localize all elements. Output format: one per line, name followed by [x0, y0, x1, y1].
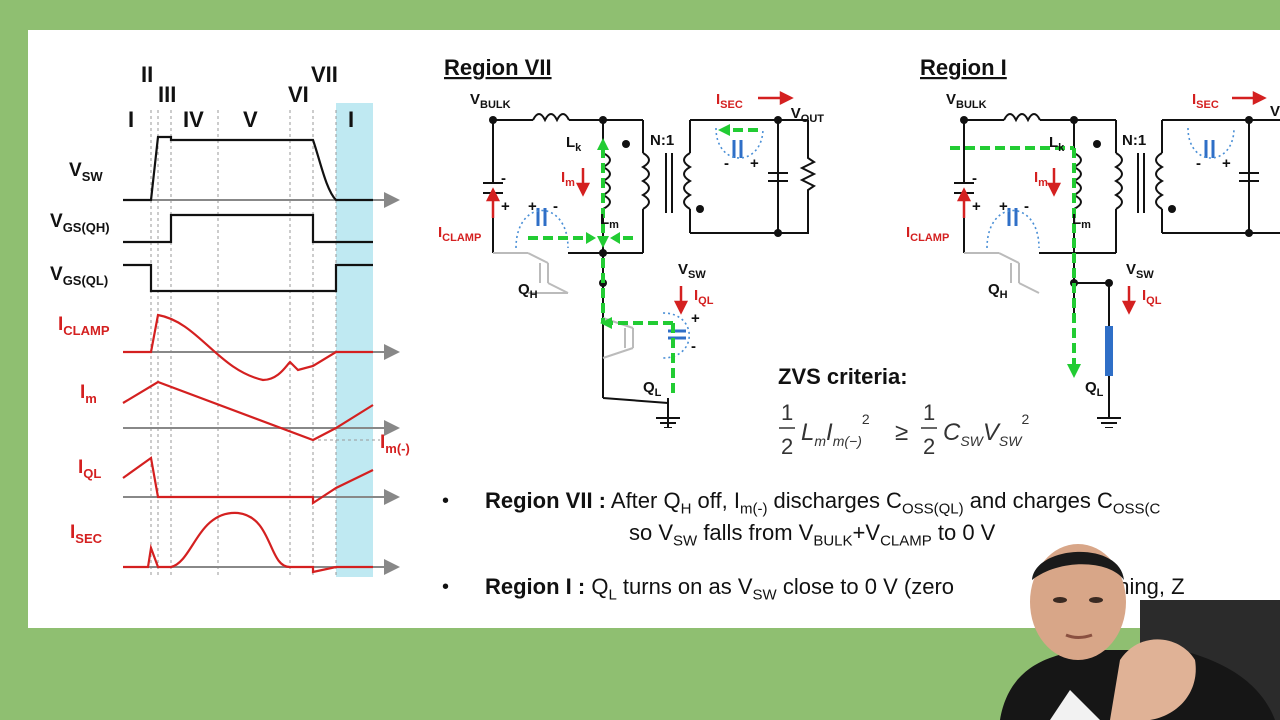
r7-ql: QL	[643, 379, 662, 399]
r1-plus-1: +	[999, 198, 1008, 215]
r7-ratio: N:1	[650, 132, 674, 149]
r7-vbulk: VBULK	[470, 91, 511, 111]
r7-plus-3: +	[691, 310, 700, 327]
region-label-6: VI	[288, 82, 309, 107]
r1-minus-3: -	[1196, 155, 1201, 172]
vgs-ql-wave	[123, 263, 373, 293]
r1-plus-3: +	[1222, 155, 1231, 172]
r1-vbulk: VBULK	[946, 91, 987, 111]
r7-lk: Lk	[566, 134, 582, 154]
svg-text:1: 1	[923, 400, 935, 425]
region-label-2: II	[141, 62, 153, 87]
r7-minus-3: -	[691, 338, 696, 355]
r7-vsw: VSW	[678, 261, 706, 281]
label-im-neg: Im(-)	[380, 432, 410, 456]
vgs-qh-wave	[123, 213, 373, 244]
label-vsw: VSW	[69, 160, 103, 184]
r7-iql: IQL	[694, 287, 714, 307]
slide: I II III IV V VI VII I VSW VGS(QH) VGS(Q…	[28, 30, 1280, 628]
region-label-3: III	[158, 82, 176, 107]
r1-plus-2: +	[972, 198, 981, 215]
label-vgs-qh: VGS(QH)	[50, 211, 110, 235]
zvs-title: ZVS criteria:	[778, 364, 908, 389]
r7-minus-4: -	[724, 155, 729, 172]
r1-vsw: VSW	[1126, 261, 1154, 281]
label-iql: IQL	[78, 457, 101, 481]
svg-text:CSWVSW2: CSWVSW2	[943, 411, 1029, 449]
svg-text:≥: ≥	[895, 419, 908, 446]
r1-minus-1: -	[1024, 198, 1029, 215]
r7-qh: QH	[518, 281, 538, 301]
r1-minus-2: -	[972, 170, 977, 187]
r1-qh: QH	[988, 281, 1008, 301]
iclamp-wave	[123, 313, 373, 382]
r1-iql: IQL	[1142, 287, 1162, 307]
svg-text:2: 2	[923, 434, 935, 459]
region-i-highlight	[336, 103, 373, 577]
ql-on-indicator	[1105, 326, 1113, 376]
region-label-5: V	[243, 107, 258, 132]
region-label-4: IV	[183, 107, 204, 132]
r1-im: Im	[1034, 169, 1048, 189]
bullet-dot-2: •	[442, 576, 450, 598]
iql-wave	[122, 456, 374, 506]
bullet-region-vii-line2: so VSW falls from VBULK+VCLAMP to 0 V	[629, 520, 996, 550]
r7-minus-2: -	[501, 170, 506, 187]
region-label-1: I	[128, 107, 134, 132]
region-i-schematic: Region I	[906, 55, 1280, 428]
timing-waveforms: I II III IV V VI VII I VSW VGS(QH) VGS(Q…	[50, 62, 410, 577]
label-vgs-ql: VGS(QL)	[50, 264, 108, 288]
r7-isec: ISEC	[716, 91, 743, 111]
r7-minus-1: -	[553, 198, 558, 215]
label-iclamp: ICLAMP	[58, 314, 110, 338]
r7-vout: VOUT	[791, 105, 825, 125]
presenter-video-overlay	[1000, 544, 1280, 720]
r7-plus-1: +	[528, 198, 537, 215]
zvs-equation: 1 2 LmIm(−)2 ≥ 1 2 CSWVSW2	[779, 400, 1029, 459]
r1-ql: QL	[1085, 379, 1104, 399]
r1-ratio: N:1	[1122, 132, 1146, 149]
bullet-region-vii-line1: Region VII : After QH off, Im(-) dischar…	[485, 488, 1161, 518]
label-isec: ISEC	[70, 522, 103, 546]
region-vii-title: Region VII	[444, 55, 552, 80]
bullet-dot-1: •	[442, 490, 450, 512]
r1-isec: ISEC	[1192, 91, 1219, 111]
r7-plus-4: +	[750, 155, 759, 172]
r7-im: Im	[561, 169, 575, 189]
r1-edge-v: V	[1270, 103, 1280, 120]
r1-iclamp: ICLAMP	[906, 224, 949, 244]
region-i-title: Region I	[920, 55, 1007, 80]
svg-text:2: 2	[781, 434, 793, 459]
label-im: Im	[80, 382, 97, 406]
region-label-8: I	[348, 107, 354, 132]
r7-plus-2: +	[501, 198, 510, 215]
r1-lm: Lm	[1072, 211, 1091, 231]
region-vii-schematic: Region VII	[438, 55, 825, 428]
r7-iclamp: ICLAMP	[438, 224, 481, 244]
vsw-wave	[123, 135, 373, 202]
region-label-7: VII	[311, 62, 338, 87]
r7-lm: Lm	[600, 211, 619, 231]
r1-lk: Lk	[1049, 134, 1065, 154]
svg-text:LmIm(−)2: LmIm(−)2	[801, 411, 870, 449]
svg-text:1: 1	[781, 400, 793, 425]
isec-wave	[123, 511, 373, 574]
im-wave	[122, 380, 374, 442]
